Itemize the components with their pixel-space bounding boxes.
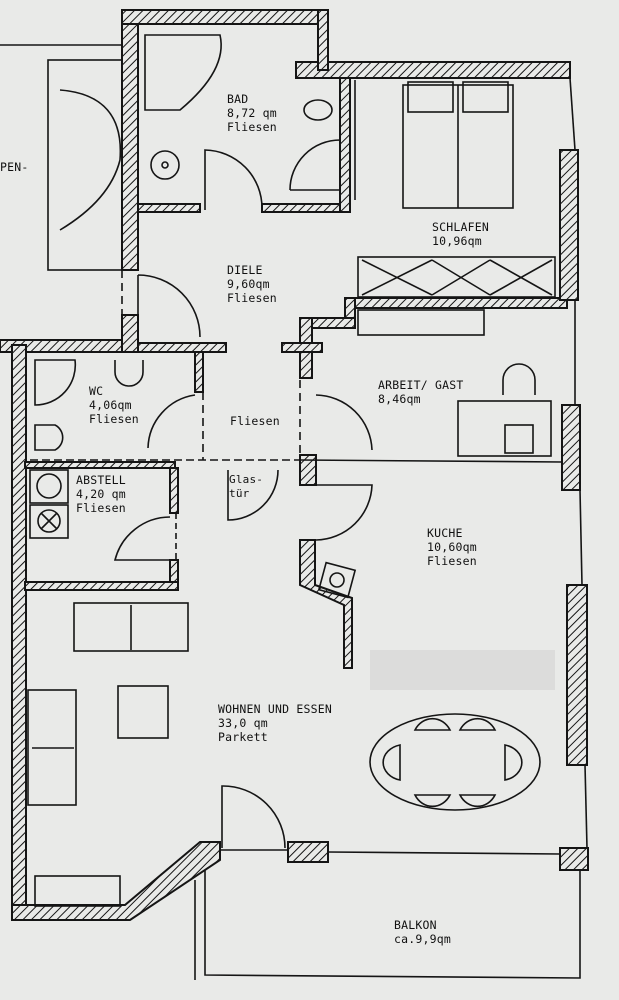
room-name: WOHNEN UND ESSEN	[218, 702, 332, 716]
room-label-balkon: BALKON ca.9,9qm	[394, 918, 451, 946]
door-label-line1: Glas-	[229, 473, 264, 486]
room-floor: Fliesen	[230, 414, 280, 428]
room-label-abstell: ABSTELL 4,20 qm Fliesen	[76, 473, 126, 515]
room-label-diele: DIELE 9,60qm Fliesen	[227, 263, 277, 305]
room-floor: Fliesen	[227, 120, 277, 134]
room-area: 8,46qm	[378, 392, 421, 406]
room-label-treppen: PEN-	[0, 160, 29, 174]
room-label-kueche: KUCHE 10,60qm Fliesen	[427, 526, 477, 568]
room-area: 33,0 qm	[218, 716, 268, 730]
room-label-wohnen: WOHNEN UND ESSEN 33,0 qm Parkett	[218, 702, 332, 744]
room-area: 9,60qm	[227, 277, 270, 291]
walls	[0, 9, 589, 921]
room-label-flur: Fliesen	[230, 414, 280, 428]
plan-lines	[0, 34, 588, 980]
room-area: 4,06qm	[89, 398, 132, 412]
room-floor: Fliesen	[427, 554, 477, 568]
room-name: DIELE	[227, 263, 263, 277]
room-name: WC	[89, 384, 104, 398]
room-name: PEN-	[0, 160, 29, 174]
room-area: 8,72 qm	[227, 106, 277, 120]
room-area: 4,20 qm	[76, 487, 126, 501]
room-name: SCHLAFEN	[432, 220, 489, 234]
room-floor: Fliesen	[76, 501, 126, 515]
room-floor: Fliesen	[227, 291, 277, 305]
room-area: ca.9,9qm	[394, 932, 451, 946]
room-name: BALKON	[394, 918, 437, 932]
redacted-area	[370, 650, 555, 690]
room-area: 10,96qm	[432, 234, 482, 248]
room-floor: Parkett	[218, 730, 268, 744]
door-label-glastuer: Glas- tür	[229, 473, 263, 501]
room-label-bad: BAD 8,72 qm Fliesen	[227, 92, 277, 134]
room-name: ABSTELL	[76, 473, 126, 487]
room-label-wc: WC 4,06qm Fliesen	[89, 384, 139, 426]
room-name: BAD	[227, 92, 249, 106]
room-floor: Fliesen	[89, 412, 139, 426]
door-label-line2: tür	[229, 487, 250, 500]
room-label-schlafen: SCHLAFEN 10,96qm	[432, 220, 489, 248]
room-name: ARBEIT/ GAST	[378, 378, 464, 392]
room-area: 10,60qm	[427, 540, 477, 554]
room-name: KUCHE	[427, 526, 463, 540]
room-label-arbeit: ARBEIT/ GAST 8,46qm	[378, 378, 463, 406]
